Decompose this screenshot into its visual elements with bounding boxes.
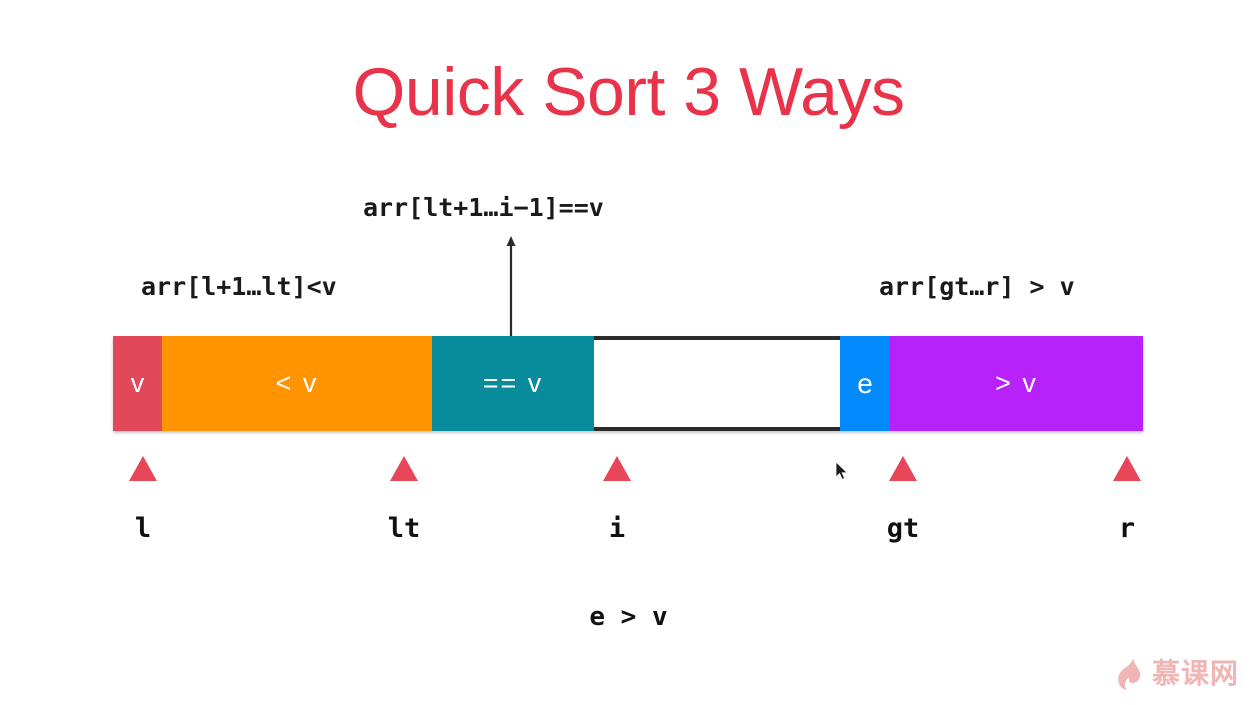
marker-label-l: l: [134, 513, 152, 544]
bar-segment-unsorted: [594, 336, 840, 431]
partition-bar: v < v == v e > v: [113, 336, 1143, 431]
bar-segment-less: < v: [162, 336, 432, 431]
bar-segment-element: e: [840, 336, 890, 431]
mouse-cursor-icon: [836, 462, 848, 480]
marker-label-i: i: [608, 513, 626, 544]
watermark-text: 慕课网: [1151, 657, 1239, 690]
annotation-middle-invariant: arr[lt+1…i−1]==v: [363, 193, 604, 222]
annotation-left-invariant: arr[l+1…lt]<v: [141, 272, 337, 301]
marker-triangle-r: [1113, 456, 1141, 481]
marker-label-gt: gt: [886, 513, 920, 544]
bar-segment-equal: == v: [432, 336, 594, 431]
bar-segment-greater: > v: [890, 336, 1143, 431]
page-title: Quick Sort 3 Ways: [352, 54, 905, 130]
marker-triangle-lt: [390, 456, 418, 481]
marker-triangle-l: [129, 456, 157, 481]
marker-label-r: r: [1118, 513, 1136, 544]
marker-triangle-gt: [889, 456, 917, 481]
marker-label-lt: lt: [387, 513, 421, 544]
pointer-arrow-icon: [506, 236, 516, 340]
marker-triangle-i: [603, 456, 631, 481]
bar-segment-pivot: v: [113, 336, 162, 431]
flame-icon: [1118, 658, 1141, 690]
watermark: 慕课网: [1115, 657, 1239, 691]
annotation-right-invariant: arr[gt…r] > v: [879, 272, 1075, 301]
bottom-caption: e > v: [589, 602, 668, 632]
